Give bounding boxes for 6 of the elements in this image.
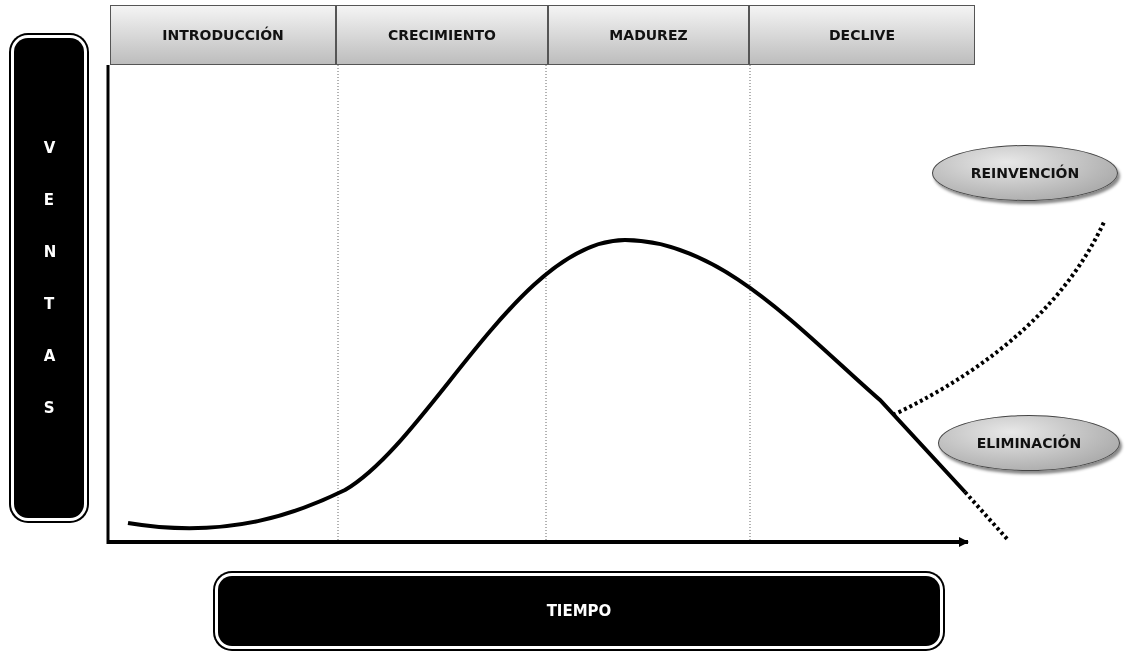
phase-header: DECLIVE (749, 5, 975, 65)
outcome-ellipse: REINVENCIÓN (932, 145, 1118, 201)
phase-header: CRECIMIENTO (336, 5, 548, 65)
phase-header: MADUREZ (548, 5, 749, 65)
phase-header: INTRODUCCIÓN (110, 5, 336, 65)
outcome-ellipse: ELIMINACIÓN (938, 415, 1120, 471)
